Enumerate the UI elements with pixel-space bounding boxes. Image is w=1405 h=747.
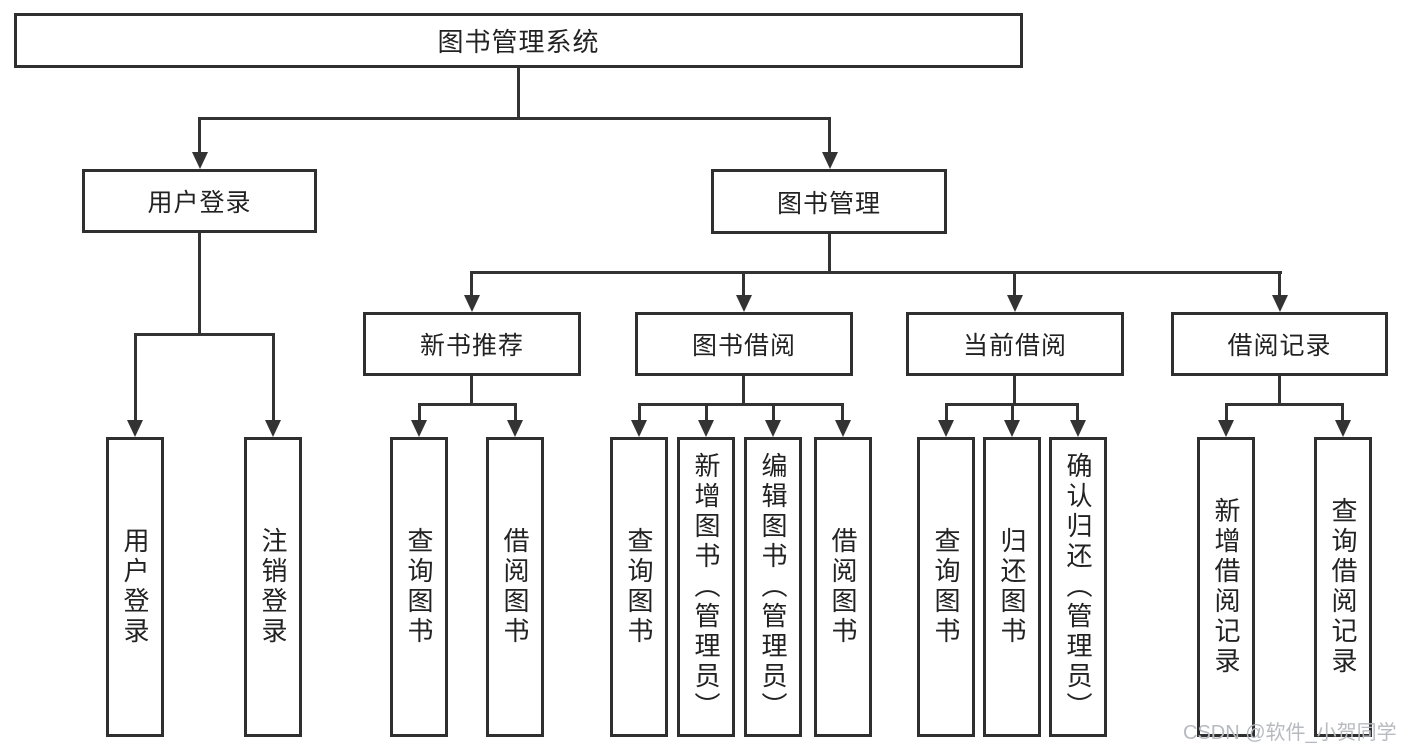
arrowhead-down-icon bbox=[765, 420, 781, 437]
node-borrow-records: 借阅记录 bbox=[1171, 312, 1388, 376]
node-label: 图书管理 bbox=[776, 189, 881, 218]
arrowhead-down-icon bbox=[127, 420, 143, 437]
connector-line bbox=[1225, 403, 1228, 424]
connector-line bbox=[638, 403, 641, 424]
connector-line bbox=[272, 333, 275, 424]
arrowhead-down-icon bbox=[736, 295, 752, 312]
leaf-label: 编辑图书（管理员） bbox=[758, 452, 788, 722]
connector-line bbox=[828, 234, 831, 274]
node-current-borrow: 当前借阅 bbox=[906, 312, 1124, 376]
leaf-label: 归还图书 bbox=[997, 527, 1027, 647]
node-label: 新书推荐 bbox=[419, 332, 524, 360]
arrowhead-down-icon bbox=[698, 420, 714, 437]
arrowhead-down-icon bbox=[835, 420, 851, 437]
arrowhead-down-icon bbox=[1218, 420, 1234, 437]
node-book-management: 图书管理 bbox=[711, 169, 947, 234]
connector-line bbox=[471, 271, 1282, 274]
node-book-borrow: 图书借阅 bbox=[635, 312, 853, 376]
connector-line bbox=[1011, 403, 1014, 424]
leaf-add-book-admin: 新增图书（管理员） bbox=[677, 437, 735, 737]
leaf-borrow-book-recommend: 借阅图书 bbox=[486, 437, 544, 737]
leaf-label: 借阅图书 bbox=[828, 527, 858, 647]
node-label: 图书管理系统 bbox=[437, 27, 600, 57]
leaf-label: 查询图书 bbox=[931, 527, 961, 647]
connector-line bbox=[945, 403, 948, 424]
connector-line bbox=[1278, 376, 1281, 406]
connector-line bbox=[418, 403, 421, 424]
connector-line bbox=[198, 233, 201, 336]
arrowhead-down-icon bbox=[1007, 295, 1023, 312]
arrowhead-down-icon bbox=[507, 420, 523, 437]
arrowhead-down-icon bbox=[1070, 420, 1086, 437]
leaf-query-book-recommend: 查询图书 bbox=[390, 437, 448, 737]
connector-line bbox=[1013, 376, 1016, 406]
watermark: CSDN @软件_小贺同学 bbox=[1183, 722, 1397, 744]
leaf-user-login: 用户登录 bbox=[106, 437, 164, 737]
node-user-login: 用户登录 bbox=[82, 169, 317, 233]
arrowhead-down-icon bbox=[1335, 420, 1351, 437]
connector-line bbox=[470, 376, 473, 406]
connector-line bbox=[1341, 403, 1344, 424]
leaf-label: 查询借阅记录 bbox=[1328, 497, 1358, 677]
leaf-return-book: 归还图书 bbox=[983, 437, 1041, 737]
connector-line bbox=[828, 117, 831, 155]
connector-line bbox=[470, 271, 473, 298]
leaf-label: 借阅图书 bbox=[500, 527, 530, 647]
arrowhead-down-icon bbox=[411, 420, 427, 437]
connector-line bbox=[772, 403, 775, 424]
leaf-logout: 注销登录 bbox=[244, 437, 302, 737]
leaf-label: 确认归还（管理员） bbox=[1063, 452, 1093, 722]
node-label: 图书借阅 bbox=[691, 332, 796, 360]
leaf-label: 用户登录 bbox=[120, 527, 150, 647]
connector-line bbox=[705, 403, 708, 424]
arrowhead-down-icon bbox=[1272, 295, 1288, 312]
leaf-label: 新增图书（管理员） bbox=[691, 452, 721, 722]
arrowhead-down-icon bbox=[1004, 420, 1020, 437]
arrowhead-down-icon bbox=[631, 420, 647, 437]
leaf-label: 查询图书 bbox=[624, 527, 654, 647]
connector-line bbox=[199, 117, 831, 120]
connector-line bbox=[517, 68, 520, 120]
leaf-confirm-return-admin: 确认归还（管理员） bbox=[1049, 437, 1107, 737]
leaf-label: 注销登录 bbox=[258, 527, 288, 647]
connector-line bbox=[841, 403, 844, 424]
arrowhead-down-icon bbox=[938, 420, 954, 437]
leaf-label: 新增借阅记录 bbox=[1211, 497, 1241, 677]
node-new-book-recommend: 新书推荐 bbox=[363, 312, 581, 376]
leaf-query-borrow-record: 查询借阅记录 bbox=[1314, 437, 1372, 737]
arrowhead-down-icon bbox=[265, 420, 281, 437]
node-system-root: 图书管理系统 bbox=[14, 13, 1023, 68]
leaf-query-book-current: 查询图书 bbox=[917, 437, 975, 737]
connector-line bbox=[1225, 403, 1344, 406]
connector-line bbox=[1076, 403, 1079, 424]
leaf-add-borrow-record: 新增借阅记录 bbox=[1197, 437, 1255, 737]
leaf-borrow-book: 借阅图书 bbox=[814, 437, 872, 737]
connector-line bbox=[638, 403, 844, 406]
connector-line bbox=[418, 403, 516, 406]
node-label: 借阅记录 bbox=[1227, 332, 1332, 360]
connector-line bbox=[1013, 271, 1016, 298]
node-label: 用户登录 bbox=[147, 189, 252, 217]
connector-line bbox=[514, 403, 517, 424]
connector-line bbox=[1278, 271, 1281, 298]
leaf-label: 查询图书 bbox=[404, 527, 434, 647]
node-label: 当前借阅 bbox=[962, 332, 1067, 360]
arrowhead-down-icon bbox=[464, 295, 480, 312]
connector-line bbox=[742, 376, 745, 406]
arrowhead-down-icon bbox=[192, 152, 208, 169]
connector-line bbox=[134, 333, 274, 336]
leaf-edit-book-admin: 编辑图书（管理员） bbox=[744, 437, 802, 737]
leaf-query-book-borrow: 查询图书 bbox=[610, 437, 668, 737]
connector-line bbox=[198, 117, 201, 155]
connector-line bbox=[134, 333, 137, 424]
connector-line bbox=[742, 271, 745, 298]
arrowhead-down-icon bbox=[822, 152, 838, 169]
